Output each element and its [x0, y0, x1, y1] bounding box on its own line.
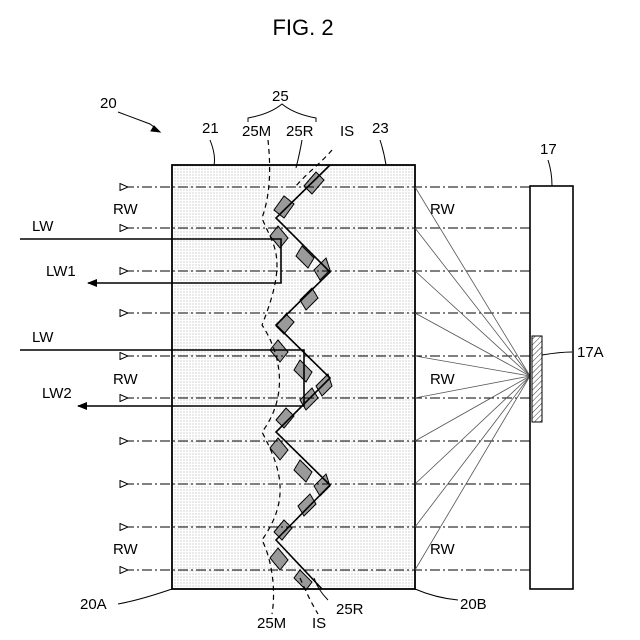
label-lw1: LW1 [46, 263, 76, 280]
figure-title: FIG. 2 [272, 15, 333, 40]
label-rw-right-3: RW [430, 541, 456, 558]
label-21: 21 [202, 120, 219, 137]
label-rw-left-3: RW [113, 541, 139, 558]
label-lw2: LW2 [42, 385, 72, 402]
label-25m-top: 25M [242, 123, 271, 140]
label-rw-right-2: RW [430, 371, 456, 388]
label-rw-right-1: RW [430, 201, 456, 218]
label-23: 23 [372, 120, 389, 137]
label-20b: 20B [460, 596, 487, 613]
label-17: 17 [540, 141, 557, 158]
label-20: 20 [100, 95, 117, 112]
label-is-top: IS [340, 123, 354, 140]
label-25m-bottom: 25M [257, 615, 286, 632]
label-lw-in-1: LW [32, 218, 54, 235]
label-20a: 20A [80, 596, 107, 613]
label-lw-in-2: LW [32, 329, 54, 346]
label-17a: 17A [577, 344, 604, 361]
label-25r-top: 25R [286, 123, 314, 140]
layer-21-body [172, 165, 415, 589]
label-rw-left-2: RW [113, 371, 139, 388]
label-25: 25 [272, 88, 289, 105]
label-25r-bottom: 25R [336, 601, 364, 618]
emitter-17a [532, 336, 542, 422]
label-is-bottom: IS [312, 615, 326, 632]
label-rw-left-1: RW [113, 201, 139, 218]
